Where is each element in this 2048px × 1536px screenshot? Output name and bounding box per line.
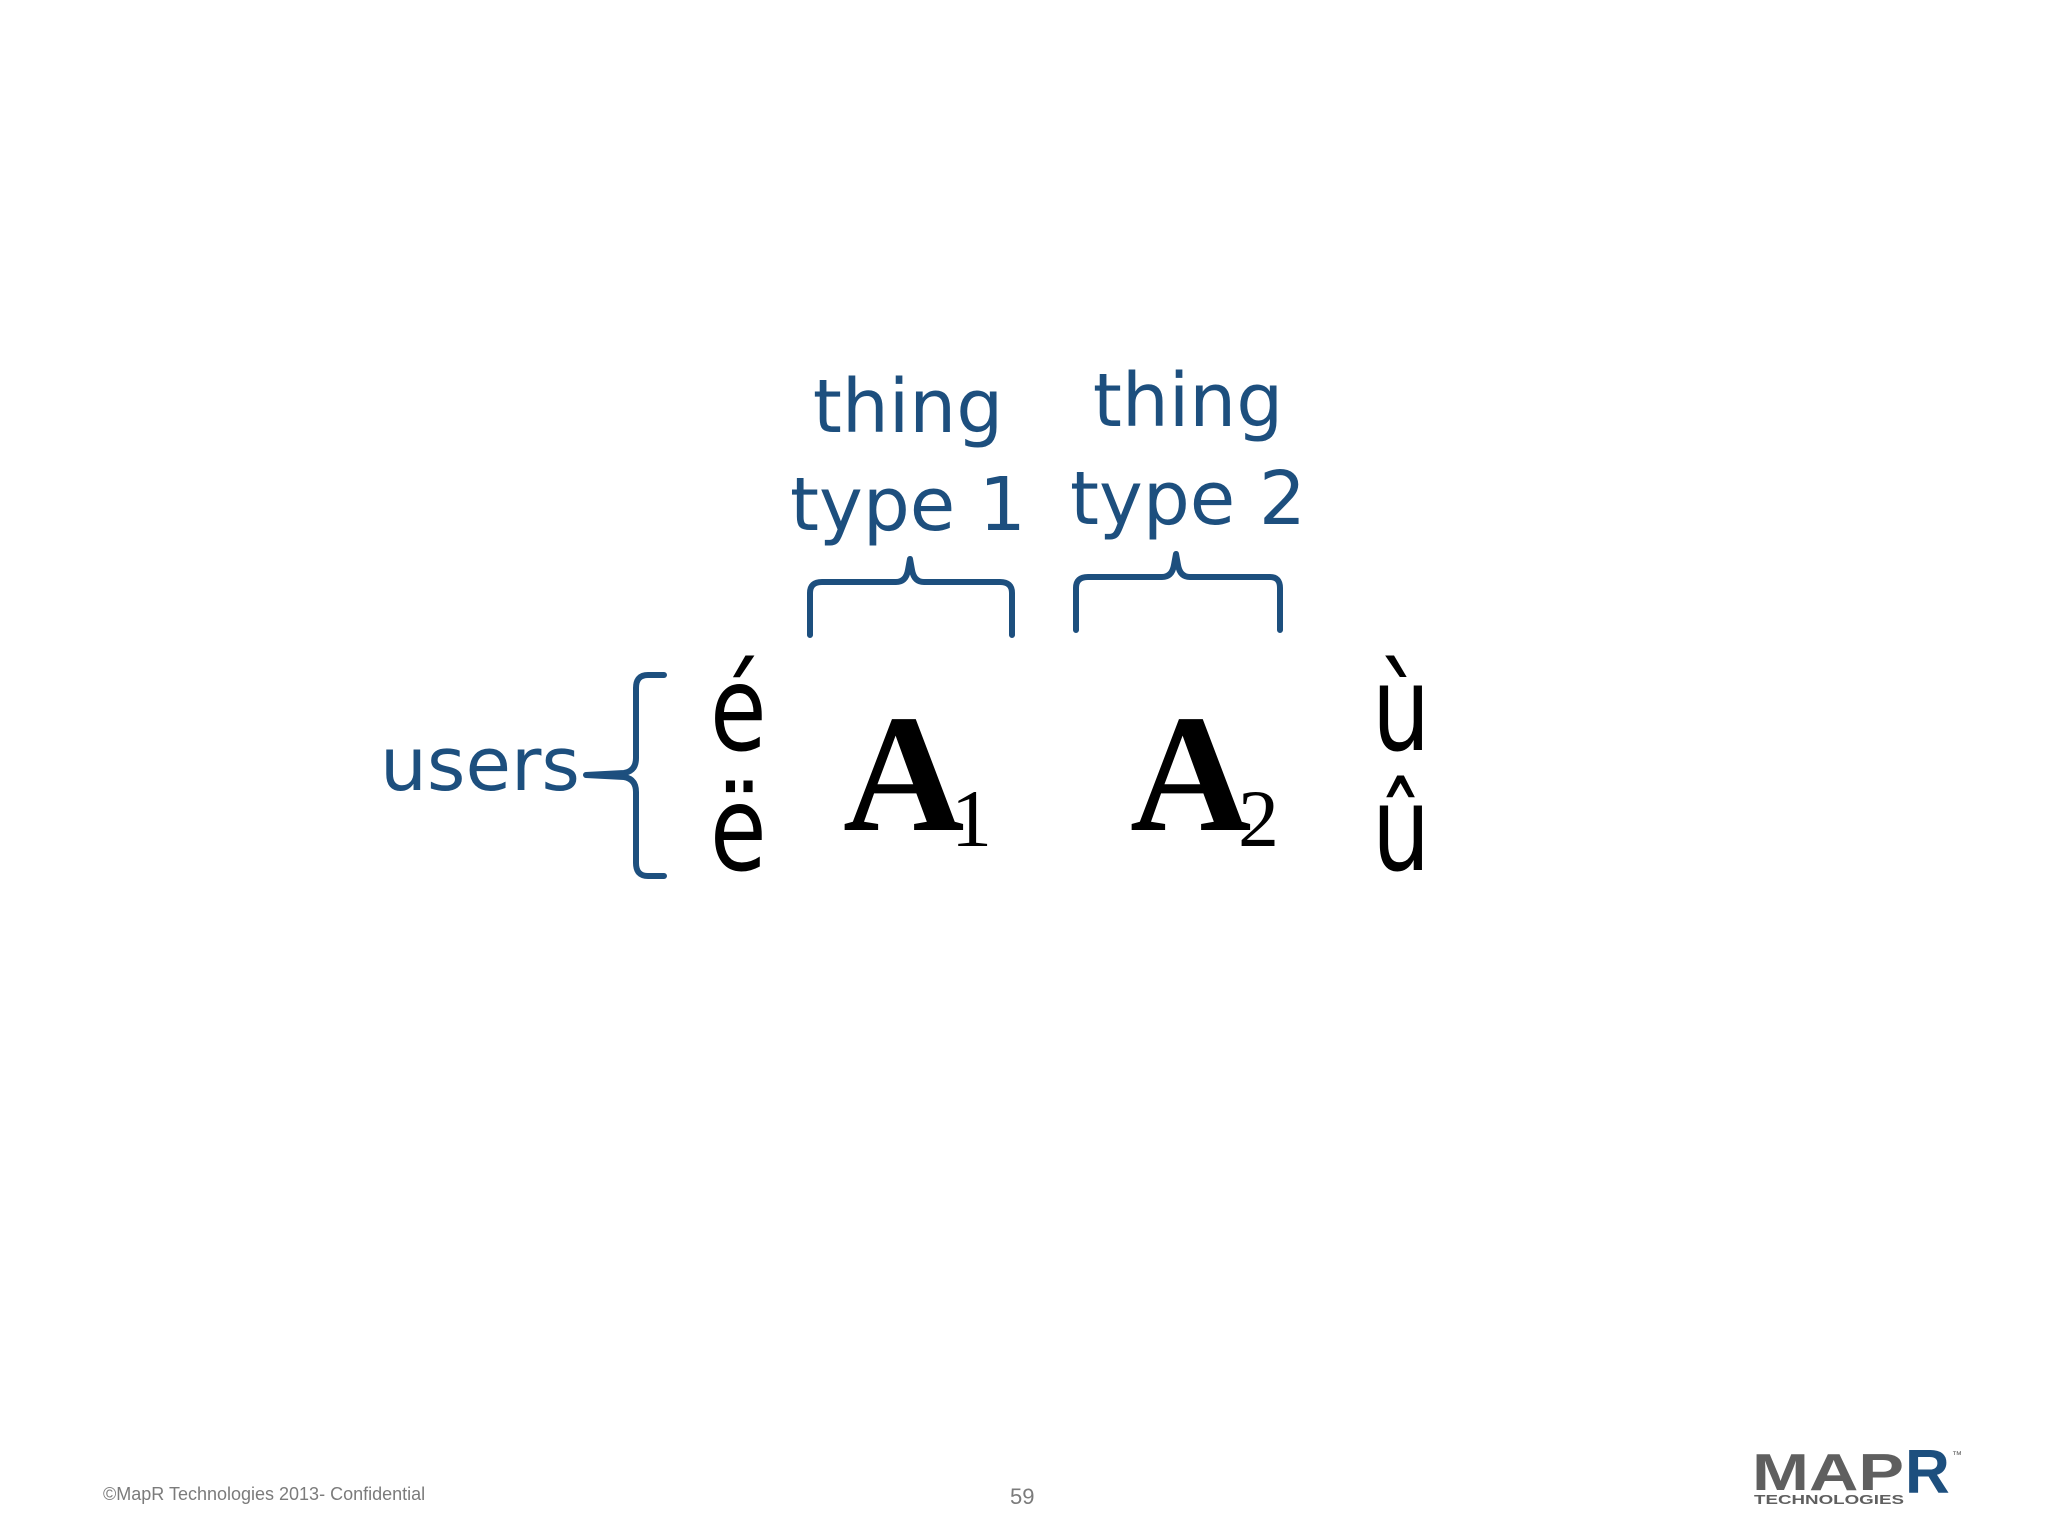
logo-subtitle: TECHNOLOGIES <box>1754 1492 1904 1506</box>
right-vector-entry-1: ù <box>1372 640 1431 778</box>
logo-brand-r: R <box>1905 1448 1950 1506</box>
matrix-block-a2-symbol: A <box>1130 681 1252 867</box>
column-label-thing-type-1: thing type 1 <box>758 358 1058 554</box>
left-vector-entry-1: é <box>710 640 767 778</box>
mapr-logo-mark: MAP R ™ TECHNOLOGIES <box>1752 1438 1962 1507</box>
left-vector-entry-2: ë <box>710 760 767 898</box>
right-vector-entry-2: û <box>1372 760 1431 898</box>
column-label-line1: thing <box>812 364 1004 450</box>
matrix-block-a2-subscript: 2 <box>1238 773 1279 864</box>
column-label-line2: type 1 <box>790 462 1026 548</box>
column-label-thing-type-2: thing type 2 <box>1038 352 1338 548</box>
column-brace-1 <box>807 556 1015 638</box>
footer-copyright: ©MapR Technologies 2013- Confidential <box>103 1484 426 1504</box>
matrix-block-a1-symbol: A <box>843 681 965 867</box>
logo-brand-map: MAP <box>1752 1448 1904 1502</box>
column-label-line2: type 2 <box>1070 456 1306 542</box>
column-brace-2 <box>1073 551 1283 633</box>
logo-trademark: ™ <box>1952 1450 1962 1461</box>
mapr-logo: MAP R ™ TECHNOLOGIES <box>1752 1438 1984 1507</box>
row-brace <box>583 672 667 879</box>
page-number: 59 <box>1010 1484 1035 1509</box>
row-label-users: users <box>380 722 580 808</box>
matrix-block-a1-subscript: 1 <box>951 773 992 864</box>
column-label-line1: thing <box>1092 358 1284 444</box>
